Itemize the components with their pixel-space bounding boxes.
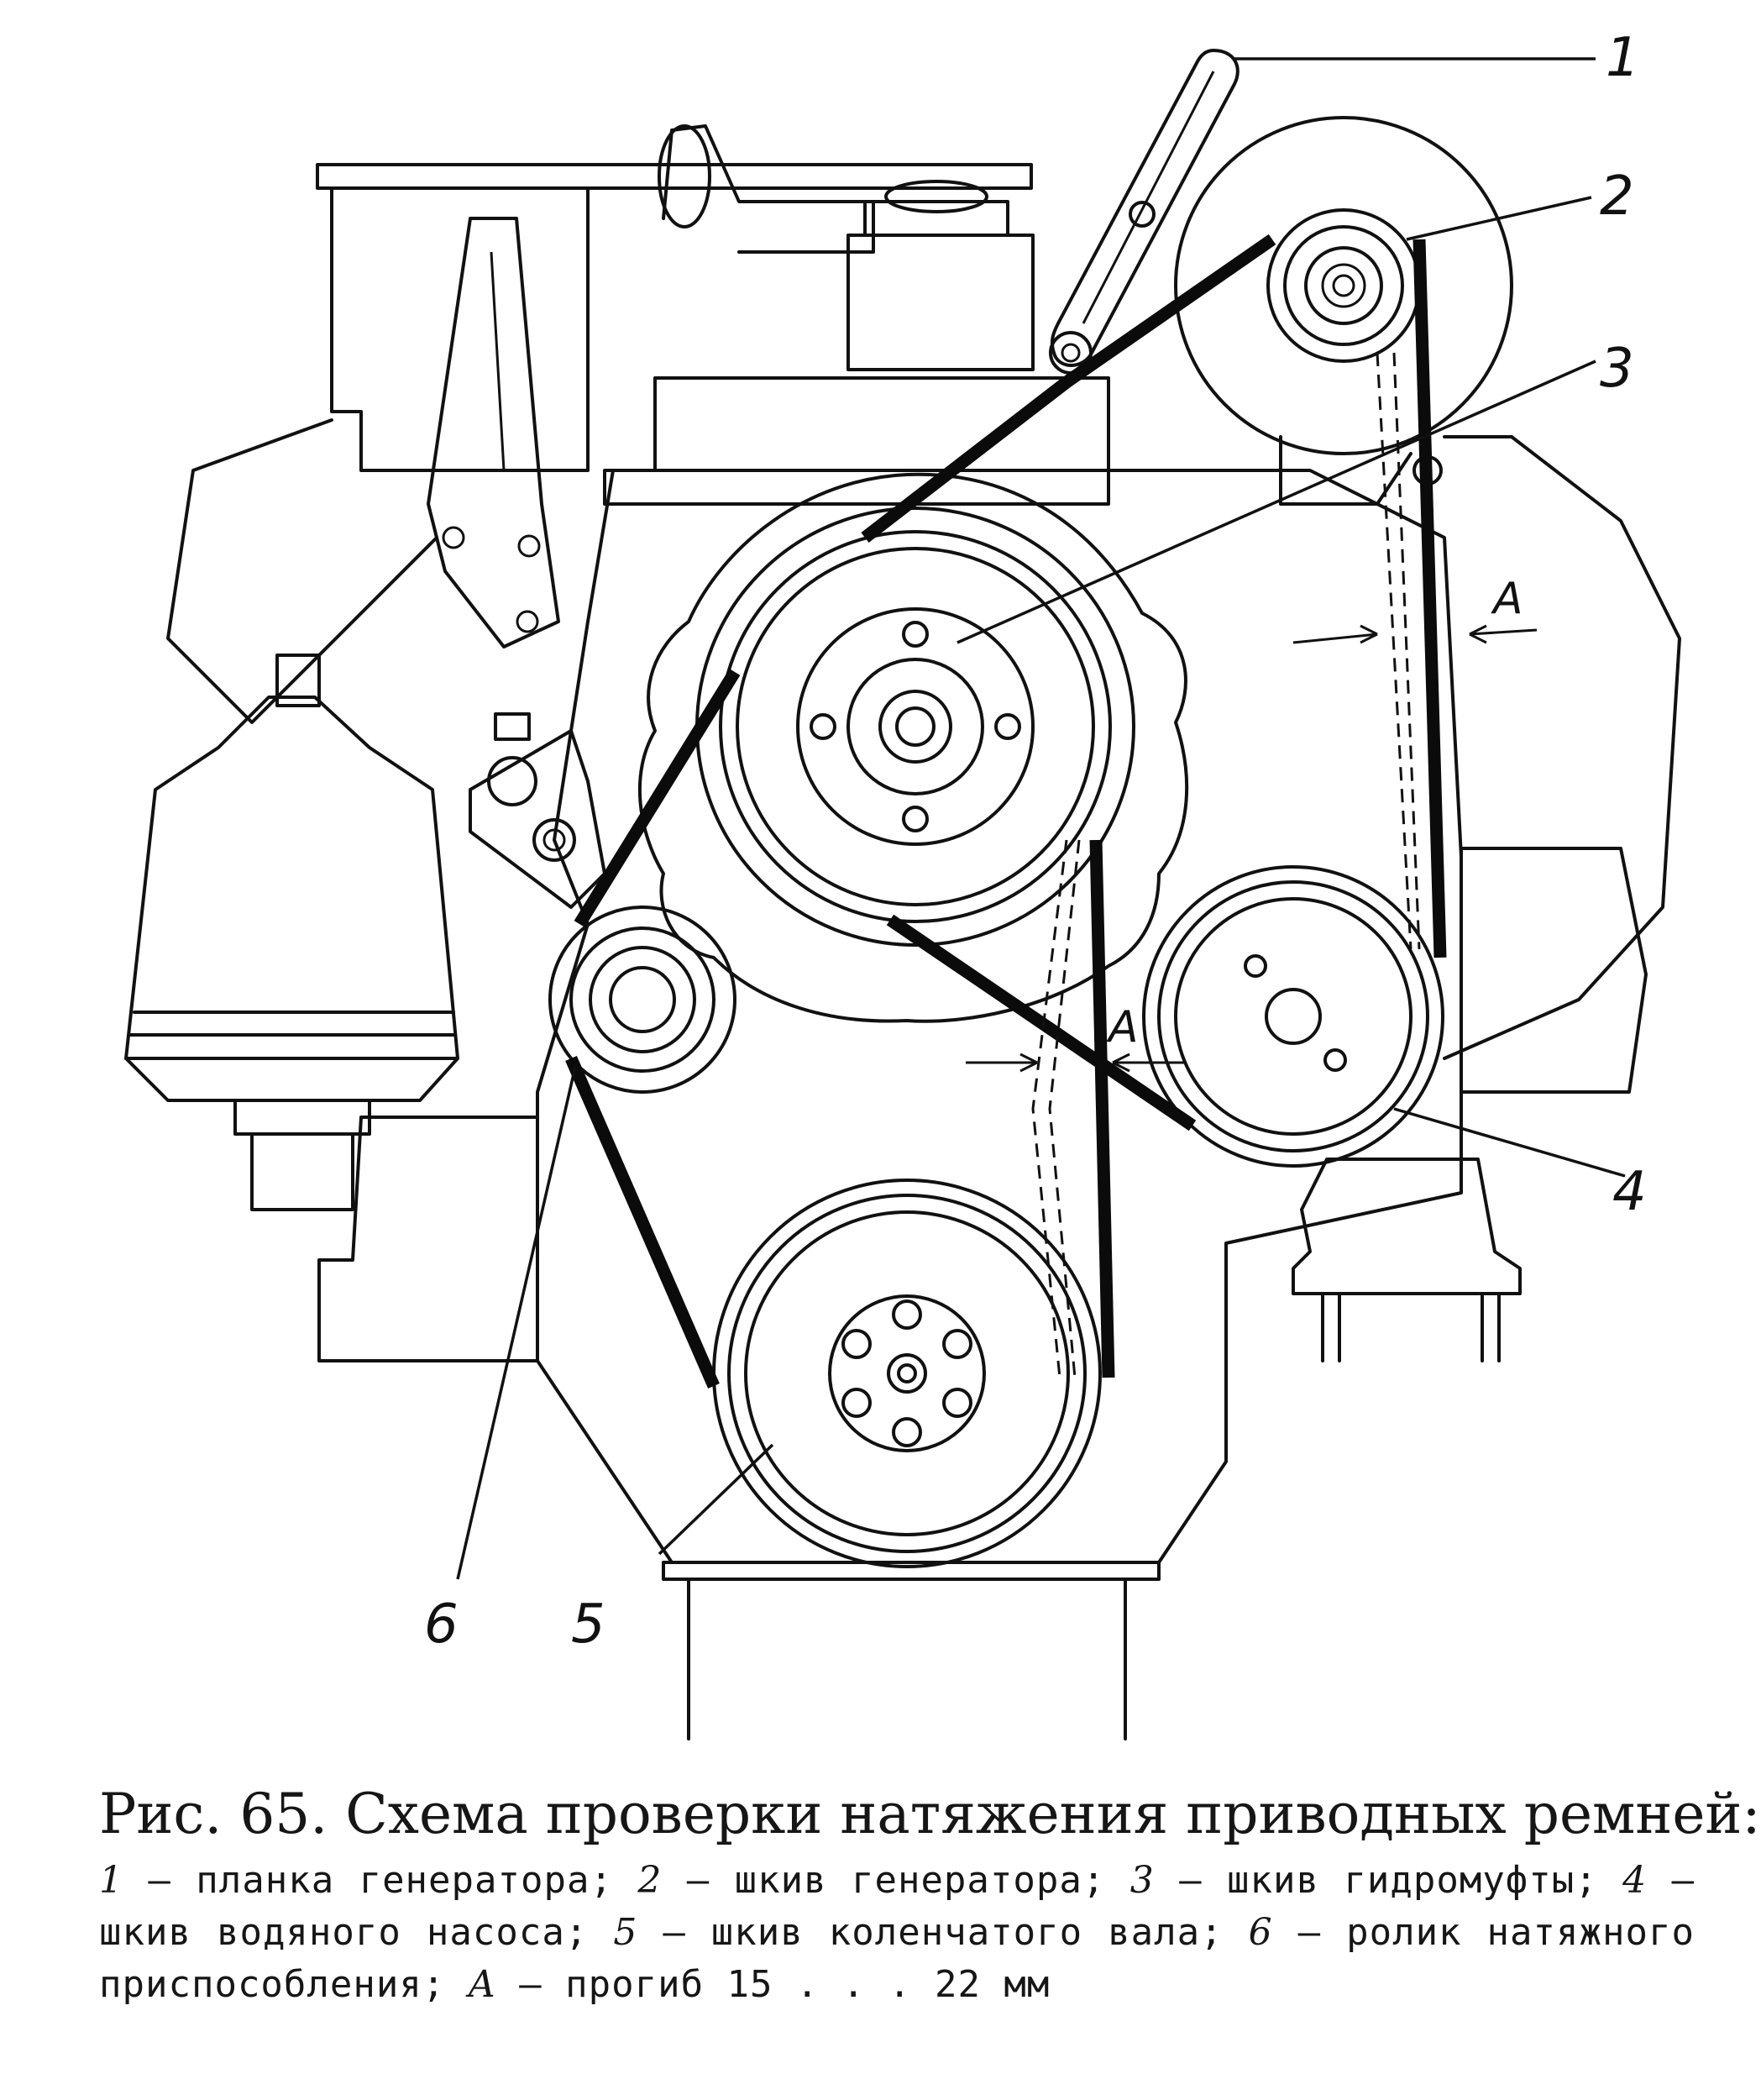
legend-item: A — прогиб 15 . . . 22 мм xyxy=(468,1963,1051,2006)
engine-body xyxy=(166,124,1681,1740)
callouts: 1 2 3 4 5 6 xyxy=(424,27,1647,1656)
main-belt xyxy=(565,669,1197,1389)
generator-belt-slack xyxy=(1376,352,1421,950)
oil-filter xyxy=(124,654,459,1136)
callout-1: 1 xyxy=(1606,27,1640,89)
legend-item: 3 — шкив гидромуфты; xyxy=(1129,1859,1598,1902)
callout-6: 6 xyxy=(424,1593,459,1656)
drive-belts xyxy=(565,234,1447,1389)
generator-strap xyxy=(1049,49,1240,375)
water-pump-pulley xyxy=(1142,865,1444,1168)
tensioner-roller xyxy=(548,906,736,1094)
legend-item: 1 — планка генератора; xyxy=(99,1859,613,1902)
generator xyxy=(1174,116,1513,506)
belt-tension-diagram: A A 1 2 3 4 5 6 xyxy=(124,27,1681,1740)
deflection-markers: A A xyxy=(966,574,1538,1073)
lifting-bracket xyxy=(427,217,560,648)
tensioner-arm xyxy=(469,712,606,909)
callout-5: 5 xyxy=(571,1593,605,1656)
deflection-label-upper: A xyxy=(1491,574,1523,624)
callout-3: 3 xyxy=(1600,338,1634,400)
callout-4: 4 xyxy=(1612,1161,1647,1223)
figure-caption: Рис. 65. Схема проверки натяжения привод… xyxy=(99,1779,1761,2011)
legend-item: 2 — шкив генератора; xyxy=(637,1859,1106,1902)
crankshaft-pulley xyxy=(712,1179,1102,1568)
fluid-coupling-pulley xyxy=(637,472,1189,1023)
callout-2: 2 xyxy=(1600,165,1634,228)
deflection-label-lower: A xyxy=(1106,1002,1139,1053)
caption-legend: 1 — планка генератора; 2 — шкив генерато… xyxy=(99,1855,1695,2011)
legend-item: 5 — шкив коленчатого вала; xyxy=(613,1911,1224,1954)
generator-belt xyxy=(861,234,1447,958)
main-belt-slack xyxy=(1031,839,1081,1378)
caption-title: Рис. 65. Схема проверки натяжения привод… xyxy=(99,1782,1761,1846)
legend-item: 4 — шкив водяного насоса; xyxy=(99,1859,1695,1954)
legend-item: 6 — ролик натяжного приспособления; xyxy=(99,1911,1695,2006)
